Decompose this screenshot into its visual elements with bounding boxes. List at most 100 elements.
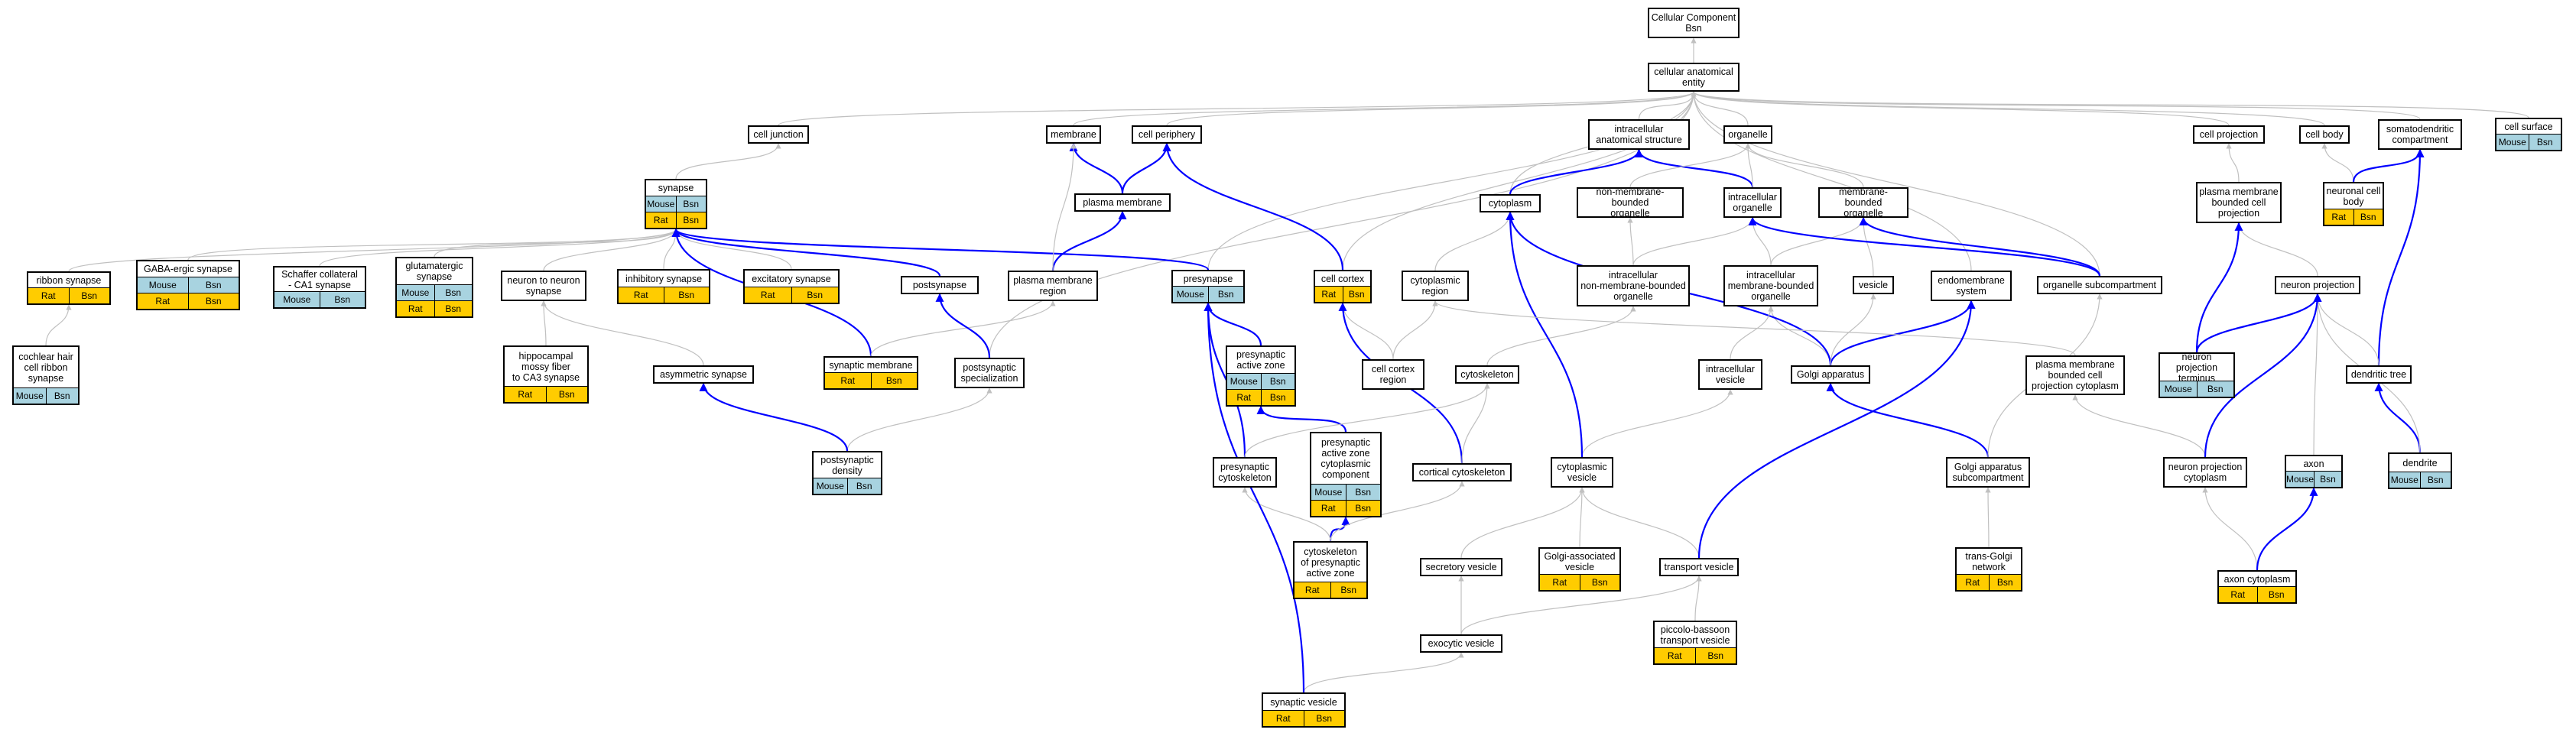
- node-cytoplasmic-region[interactable]: cytoplasmic region: [1402, 271, 1469, 301]
- node-postsyn-spec[interactable]: postsynaptic specialization: [954, 358, 1025, 388]
- edge-gray: [1860, 217, 1874, 277]
- edge-gray: [778, 91, 1697, 126]
- node-label: secretory vesicle: [1425, 562, 1497, 572]
- node-imbo[interactable]: intracellular membrane-bounded organelle: [1723, 265, 1818, 306]
- edge-gray: [1691, 91, 2529, 118]
- species-cell: Rat: [2324, 209, 2353, 225]
- node-label: Cellular Component Bsn: [1651, 12, 1736, 34]
- node-mbo[interactable]: membrane-bounded organelle: [1818, 187, 1908, 218]
- edge-gray: [1768, 306, 1831, 366]
- gene-cell: Bsn: [675, 196, 706, 212]
- node-secretory-vesicle[interactable]: secretory vesicle: [1420, 558, 1502, 576]
- edge-blue: [1509, 148, 1643, 195]
- node-n2n-synapse[interactable]: neuron to neuron synapse: [501, 271, 586, 301]
- node-cytoplasmic-vesicle[interactable]: cytoplasmic vesicle: [1551, 457, 1613, 488]
- node-organelle[interactable]: organelle: [1723, 125, 1772, 144]
- node-endomembrane[interactable]: endomembrane system: [1931, 271, 2012, 301]
- node-intracellular-vesicle[interactable]: intracellular vesicle: [1698, 359, 1762, 390]
- edge-gray: [434, 229, 679, 258]
- gene-cell: Bsn: [2419, 472, 2451, 488]
- node-pm-region[interactable]: plasma membrane region: [1008, 271, 1098, 301]
- node-cell-periphery[interactable]: cell periphery: [1132, 125, 1202, 144]
- edge-blue: [2195, 222, 2243, 353]
- node-cytoskeleton[interactable]: cytoskeleton: [1455, 365, 1519, 384]
- node-label: neuron to neuron synapse: [507, 275, 580, 297]
- node-label: presynaptic cytoskeleton: [1218, 462, 1272, 483]
- edge-gray: [1342, 91, 1697, 271]
- edge-gray: [1244, 383, 1490, 458]
- node-somatodendritic[interactable]: somatodendritic compartment: [2378, 119, 2462, 150]
- node-cell-projection[interactable]: cell projection: [2193, 125, 2265, 144]
- edge-gray: [1691, 91, 1749, 126]
- edge-gray: [2321, 143, 2354, 183]
- node-postsynapse[interactable]: postsynapse: [901, 276, 979, 294]
- node-vesicle[interactable]: vesicle: [1853, 276, 1894, 294]
- node-nmbo[interactable]: non-membrane-bounded organelle: [1577, 187, 1684, 218]
- node-membrane[interactable]: membrane: [1046, 125, 1101, 144]
- node-plasma-membrane[interactable]: plasma membrane: [1074, 193, 1171, 212]
- node-golgi[interactable]: Golgi apparatus: [1791, 365, 1870, 384]
- gene-cell: Bsn: [870, 373, 917, 388]
- node-cell-body[interactable]: cell body: [2299, 125, 2350, 144]
- node-label: cortical cytoskeleton: [1418, 467, 1506, 478]
- node-dendritic-tree[interactable]: dendritic tree: [2346, 365, 2412, 384]
- node-cortical-cytoskeleton[interactable]: cortical cytoskeleton: [1412, 463, 1512, 481]
- node-cell-cortex-region[interactable]: cell cortex region: [1362, 359, 1424, 390]
- node-ias[interactable]: intracellular anatomical structure: [1588, 119, 1690, 150]
- node-exocytic-vesicle[interactable]: exocytic vesicle: [1420, 634, 1502, 653]
- gene-cell: Bsn: [319, 292, 365, 307]
- species-cell: Mouse: [2496, 135, 2529, 150]
- edge-gray: [2202, 487, 2258, 571]
- node-cell-junction[interactable]: cell junction: [748, 125, 809, 144]
- node-root[interactable]: Cellular Component Bsn: [1648, 8, 1740, 38]
- node-cae[interactable]: cellular anatomical entity: [1648, 63, 1740, 92]
- node-cytoplasm[interactable]: cytoplasm: [1480, 194, 1541, 212]
- node-inmbo[interactable]: intracellular non-membrane-bounded organ…: [1577, 265, 1690, 306]
- node-transport-vesicle[interactable]: transport vesicle: [1659, 558, 1739, 576]
- node-label: organelle subcompartment: [2043, 280, 2156, 290]
- node-neuron-projection[interactable]: neuron projection: [2275, 276, 2360, 294]
- edge-gray: [1461, 383, 1490, 464]
- node-asymmetric[interactable]: asymmetric synapse: [653, 365, 754, 384]
- node-label: intracellular non-membrane-bounded organ…: [1580, 270, 1686, 302]
- node-np-cytoplasm[interactable]: neuron projection cytoplasm: [2163, 457, 2247, 488]
- node-pre-cytoskeleton[interactable]: presynaptic cytoskeleton: [1213, 457, 1277, 488]
- node-intracellular-organelle[interactable]: intracellular organelle: [1723, 187, 1782, 218]
- node-organelle-sub[interactable]: organelle subcompartment: [2037, 276, 2162, 294]
- species-cell: Mouse: [2286, 472, 2315, 487]
- node-pmbcp[interactable]: plasma membrane bounded cell projection: [2196, 182, 2282, 223]
- node-pmbcpc[interactable]: plasma membrane bounded cell projection …: [2025, 355, 2125, 395]
- node-golgi-sub[interactable]: Golgi apparatus subcompartment: [1946, 457, 2030, 488]
- edge-blue: [2204, 293, 2322, 458]
- node-pazcc[interactable]: presynaptic active zone cytoplasmic comp…: [1310, 432, 1382, 517]
